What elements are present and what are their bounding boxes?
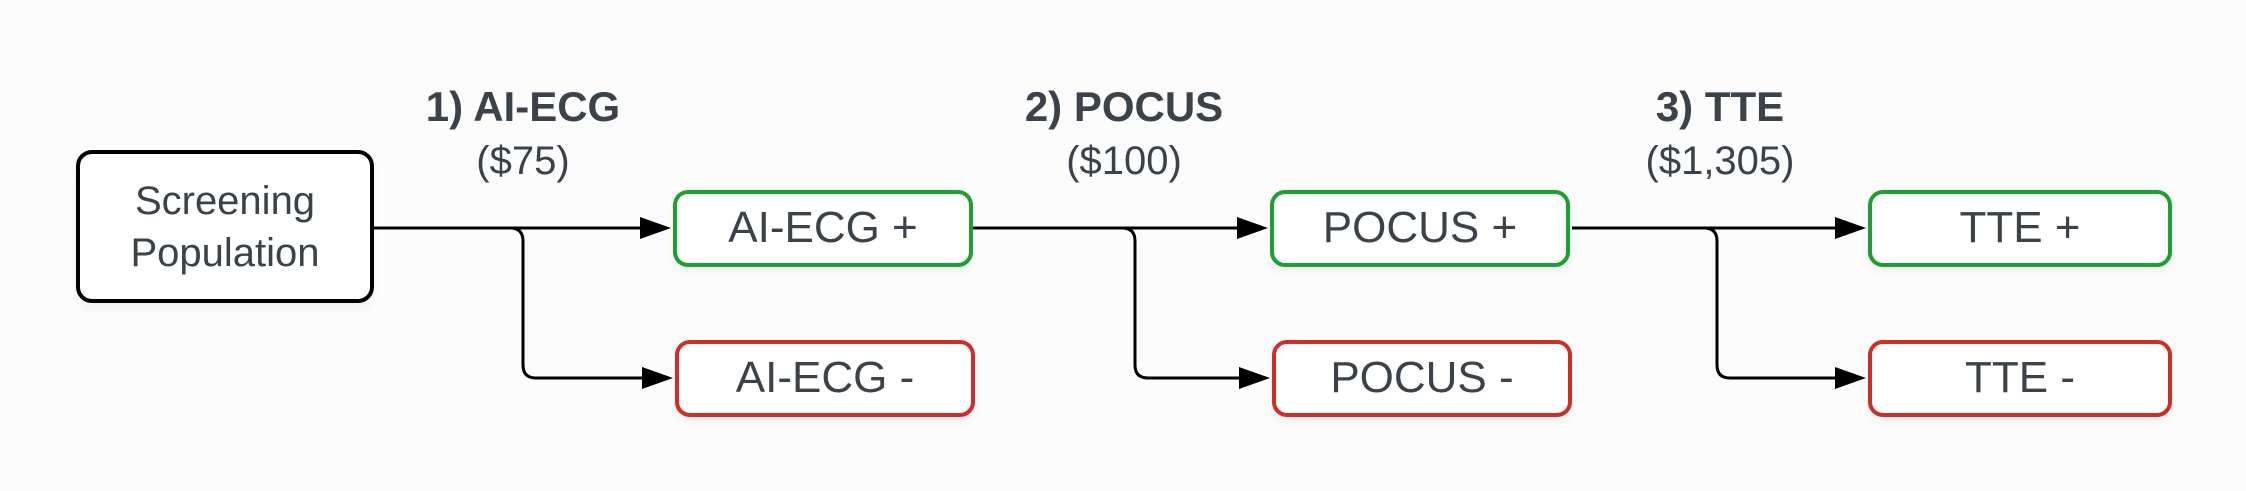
connector-aiecg-to-pocus-negative: [973, 226, 1239, 380]
node-label: TTE +: [1959, 203, 2081, 253]
stage-cost: ($1,305): [1645, 139, 1795, 183]
node-label: TTE -: [1965, 353, 2075, 403]
connector-start-to-aiecg-negative: [374, 226, 642, 380]
node-pocus-positive: POCUS +: [1270, 190, 1570, 267]
stage-label-ai-ecg: 1) AI-ECG ($75): [426, 80, 620, 188]
arrowhead-pocus-negative: [1239, 367, 1270, 389]
node-aiecg-positive: AI-ECG +: [673, 190, 973, 267]
stage-step-title: 1) AI-ECG: [425, 83, 621, 130]
stage-label-pocus: 2) POCUS ($100): [1025, 80, 1223, 188]
node-tte-positive: TTE +: [1868, 190, 2172, 267]
stage-label-tte: 3) TTE ($1,305): [1646, 80, 1795, 188]
node-screening-population: Screening Population: [76, 150, 374, 303]
arrowhead-aiecg-positive: [640, 217, 671, 239]
node-label: POCUS +: [1322, 203, 1518, 253]
node-label: AI-ECG +: [728, 203, 918, 253]
node-label: POCUS -: [1330, 353, 1514, 403]
arrowhead-pocus-positive: [1237, 217, 1268, 239]
node-label: Screening Population: [130, 178, 320, 275]
node-tte-negative: TTE -: [1868, 340, 2172, 417]
stage-cost: ($100): [1066, 139, 1182, 183]
stage-cost: ($75): [476, 139, 570, 183]
node-pocus-negative: POCUS -: [1272, 340, 1572, 417]
arrowhead-tte-positive: [1835, 217, 1866, 239]
stage-step-title: 3) TTE: [1655, 83, 1785, 130]
node-label: AI-ECG -: [735, 353, 915, 403]
arrowhead-tte-negative: [1835, 367, 1866, 389]
connector-pocus-to-tte-negative: [1572, 226, 1835, 380]
arrowhead-aiecg-negative: [642, 367, 673, 389]
node-aiecg-negative: AI-ECG -: [675, 340, 975, 417]
stage-step-title: 2) POCUS: [1024, 83, 1224, 130]
